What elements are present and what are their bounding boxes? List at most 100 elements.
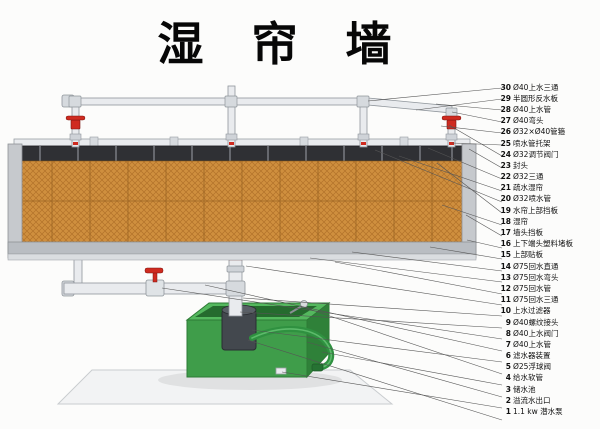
part-number: 14 — [500, 261, 511, 271]
water-tank — [185, 300, 331, 379]
part-number: 30 — [500, 82, 511, 92]
page-title: 湿 帘 墙 — [157, 17, 408, 71]
left-end-panel — [7, 143, 23, 259]
part-number: 6 — [505, 351, 511, 361]
part-label: 半圆形反水板 — [513, 93, 558, 103]
part-number: 22 — [500, 172, 511, 182]
part-number: 20 — [500, 194, 511, 204]
part-label: 储水池 — [513, 384, 536, 394]
part-number: 10 — [500, 306, 511, 316]
part-label: 疏水湿帘 — [513, 183, 543, 193]
part-label: Ø40上水阀门 — [513, 328, 559, 338]
part-label: Ø40螺纹接头 — [513, 317, 559, 327]
part-number: 5 — [505, 362, 511, 372]
part-number: 24 — [500, 149, 511, 159]
part-number: 27 — [500, 116, 511, 126]
part-number: 11 — [500, 295, 511, 305]
return-valve — [144, 267, 165, 297]
part-label: 湿帘 — [513, 216, 528, 226]
part-number: 15 — [500, 250, 511, 260]
part-label: 滤水器装置 — [513, 351, 551, 361]
part-number: 12 — [500, 283, 511, 293]
top-baffle — [13, 145, 471, 162]
regulating-valve-left — [65, 115, 86, 130]
part-label: 1.1 kw 潜水泵 — [513, 407, 563, 417]
part-label: 水帘上部挡板 — [513, 205, 558, 215]
leader-lines — [161, 87, 503, 421]
part-number: 13 — [500, 272, 511, 282]
part-label: Ø40弯头 — [513, 116, 544, 126]
part-label: Ø40上水管 — [513, 339, 551, 349]
part-label: 墙头挡板 — [513, 228, 543, 238]
part-label: 上部贴板 — [513, 250, 543, 260]
part-label: Ø32喷水管 — [513, 194, 551, 204]
wet-curtain-wall — [7, 136, 477, 261]
part-label: 封头 — [513, 160, 528, 170]
part-label: 上下端头塑料堵板 — [513, 239, 573, 249]
part-label: 溢流水出口 — [513, 395, 551, 405]
part-number: 21 — [500, 183, 511, 193]
part-number: 25 — [500, 138, 511, 148]
part-label: Ø32调节阀门 — [513, 149, 559, 159]
part-label: Ø75回水管 — [513, 283, 551, 293]
part-number: 29 — [500, 93, 511, 103]
part-label: Ø40上水管 — [513, 104, 551, 114]
overflow-outlet — [275, 367, 287, 375]
bottom-gutter — [7, 241, 477, 255]
part-number: 2 — [505, 395, 511, 405]
part-label: 给水软管 — [513, 373, 543, 383]
return-piping — [61, 255, 246, 317]
part-number: 1 — [505, 407, 511, 417]
part-number: 7 — [505, 339, 511, 349]
part-label: 喷水管托架 — [513, 138, 551, 148]
part-number: 3 — [505, 384, 511, 394]
part-number: 8 — [505, 328, 511, 338]
part-number: 23 — [500, 160, 511, 170]
part-number: 19 — [500, 205, 511, 215]
supply-piping — [61, 85, 462, 148]
part-label: Ø75回水三通 — [513, 295, 559, 305]
part-number: 18 — [500, 216, 511, 226]
part-label: Ø32×Ø40管箍 — [513, 127, 566, 137]
part-label: Ø75回水直通 — [513, 261, 559, 271]
part-number: 9 — [505, 317, 511, 327]
part-number: 16 — [500, 239, 511, 249]
right-end-panel — [461, 143, 477, 259]
part-label: Ø32三通 — [513, 172, 544, 182]
part-number: 28 — [500, 104, 511, 114]
part-label: 上水过滤器 — [513, 306, 551, 316]
part-number: 4 — [505, 373, 511, 383]
part-label: Ø25浮球阀 — [513, 362, 551, 372]
